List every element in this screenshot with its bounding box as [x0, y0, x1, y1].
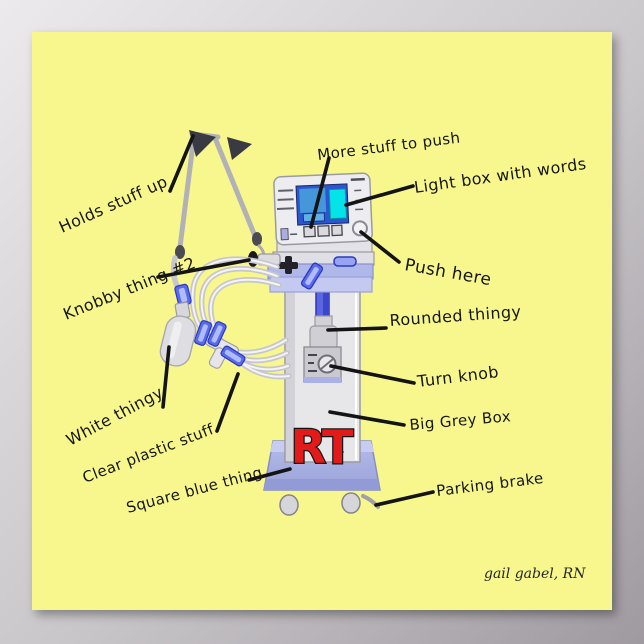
stand-right-hook — [227, 137, 252, 160]
stand-left-hook — [189, 130, 216, 157]
panel-line-l3 — [276, 207, 295, 210]
white-thingy-blue-inner — [178, 287, 188, 303]
panel-line-r1 — [350, 177, 365, 181]
arrow-knobby-thing — [156, 258, 251, 279]
shelf-blue-port — [333, 256, 357, 267]
power-key — [280, 227, 289, 241]
connector-cluster — [193, 320, 246, 369]
blue-fitting-1-inner — [198, 324, 208, 342]
rt-monogram: RT — [291, 420, 354, 474]
arrow-more-stuff-to-push — [309, 156, 331, 229]
stand-left-leg — [176, 133, 197, 258]
artist-signature: gail gabel, RN — [484, 566, 586, 582]
arrow-rounded-thingy — [326, 326, 388, 332]
arrow-parking-brake — [374, 490, 435, 507]
arrow-clear-plastic — [215, 372, 240, 433]
ventilator-illustration: RT — [159, 130, 381, 516]
stand-right-knob — [252, 232, 262, 246]
arrow-light-box — [344, 184, 415, 207]
turn-knob-pointer — [320, 358, 334, 370]
screen-blue-area — [299, 187, 327, 213]
stand-left-knob — [175, 245, 185, 259]
tube-highlight-4 — [239, 361, 290, 378]
panel-line-l2 — [277, 198, 294, 201]
panel-button-2 — [317, 225, 330, 237]
shelf-blue-connector — [300, 262, 324, 290]
stand-right-leg — [212, 135, 260, 244]
arrow-big-grey-box — [328, 410, 406, 427]
shelf-connector-inner — [305, 266, 319, 286]
panel-button-3 — [331, 224, 343, 237]
turn-knob-module — [303, 346, 342, 383]
light-box-display — [328, 188, 347, 220]
blue-fitting-3-inner — [224, 349, 242, 363]
shelf-stack — [267, 239, 375, 293]
knob-box-trim — [304, 377, 341, 383]
shelf-blue-lower — [269, 276, 373, 293]
breathing-circuit-tubes — [170, 255, 292, 380]
panel-line-l1 — [278, 189, 294, 192]
tube-highlight-1 — [191, 258, 287, 354]
clamp-valve — [278, 256, 298, 274]
blue-fittings — [193, 320, 246, 367]
rounded-thingy-part — [309, 315, 338, 350]
base-bottom-edge — [264, 479, 380, 490]
blue-inlet-shade — [323, 293, 329, 316]
blue-fitting-2-inner — [211, 325, 223, 343]
control-panel — [273, 172, 373, 246]
tube-highlight-3 — [209, 278, 289, 371]
wheel-right — [341, 492, 361, 514]
arrow-turn-knob — [329, 364, 416, 385]
iv-stand — [175, 130, 262, 259]
arrow-push-here — [359, 230, 401, 264]
callout-arrows — [156, 134, 435, 507]
clamp-vertical — [285, 256, 292, 274]
wheel-left — [279, 494, 299, 516]
arrow-holds-stuff-up — [168, 134, 195, 193]
arrow-white-thingy — [161, 345, 171, 409]
arrow-square-blue-thing — [247, 467, 292, 482]
